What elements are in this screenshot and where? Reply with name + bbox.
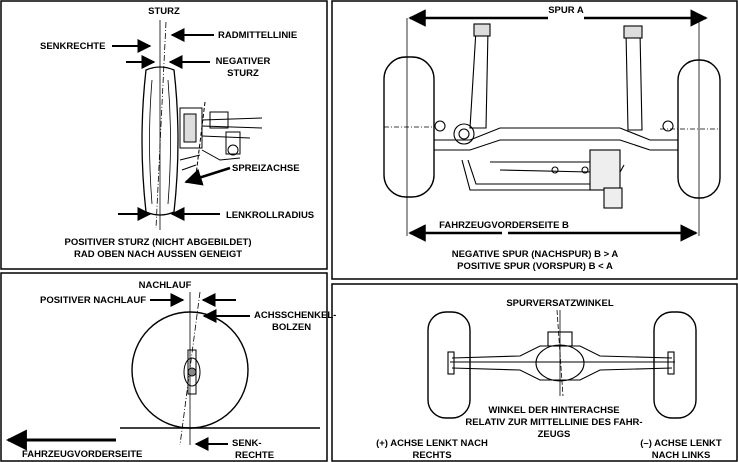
label-plus-2: RECHTS [412, 450, 451, 461]
label-track-a: SPUR A [548, 5, 584, 16]
thrust-caption-1: WINKEL DER HINTERACHSE [488, 405, 619, 416]
camber-caption-2: RAD OBEN NACH AUSSEN GENEIGT [74, 249, 242, 260]
thrust-caption-2: RELATIV ZUR MITTELLINIE DES FAHR- [465, 417, 642, 428]
toe-caption-1: NEGATIVE SPUR (NACHSPUR) B > A [452, 249, 619, 260]
thrust-caption-3: ZEUGS [538, 429, 571, 440]
caster-title: NACHLAUF [139, 280, 192, 291]
label-minus-1: (–) ACHSE LENKT [640, 438, 722, 449]
label-caster-vertical-1: SENK- [232, 438, 262, 449]
rear-left-wheel [427, 311, 471, 419]
camber-caption-1: POSITIVER STURZ (NICHT ABGEBILDET) [64, 237, 251, 248]
rear-axle-assembly [447, 331, 675, 382]
front-axle-assembly [434, 23, 678, 209]
thrust-panel: SPURVERSATZWINKEL WINKEL DER HINTERACHSE… [376, 298, 722, 461]
thrust-title: SPURVERSATZWINKEL [506, 298, 614, 309]
label-scrub-radius: LENKROLLRADIUS [226, 210, 314, 221]
wheel-centerline [155, 21, 167, 229]
label-vertical: SENKRECHTE [40, 41, 105, 52]
label-caster-vertical-2: RECHTE [235, 450, 274, 461]
front-right-wheel [660, 59, 721, 199]
toe-caption-2: POSITIVE SPUR (VORSPUR) B < A [457, 261, 613, 272]
label-negative-camber-2: STURZ [227, 68, 259, 79]
caster-panel: NACHLAUF POSITIVER NACHLAUF ACHSSCHENKEL… [5, 280, 336, 461]
label-negative-camber-1: NEGATIVER [216, 56, 271, 67]
rear-right-wheel [653, 311, 697, 419]
toe-panel: SPUR A [383, 5, 721, 272]
label-front-b: FAHRZEUGVORDERSEITE B [439, 220, 569, 231]
label-caster-front: FAHRZEUGVORDERSEITE [22, 449, 142, 460]
thrust-line [556, 309, 564, 397]
label-kingpin-bolt-2: BOLZEN [272, 322, 311, 333]
kingpin-detail [183, 349, 201, 395]
front-left-wheel [383, 56, 435, 198]
camber-panel: STURZ SENKRECHTE RADMITTELLINIE NEGATIVE… [40, 6, 314, 260]
label-kingpin-bolt-1: ACHSSCHENKEL- [254, 310, 336, 321]
label-positive-caster: POSITIVER NACHLAUF [40, 295, 146, 306]
label-wheel-center: RADMITTELLINIE [218, 30, 297, 41]
label-kingpin: SPREIZACHSE [232, 163, 300, 174]
label-plus-1: (+) ACHSE LENKT NACH [376, 438, 488, 449]
label-minus-2: NACH LINKS [652, 450, 711, 461]
camber-title: STURZ [148, 6, 180, 17]
